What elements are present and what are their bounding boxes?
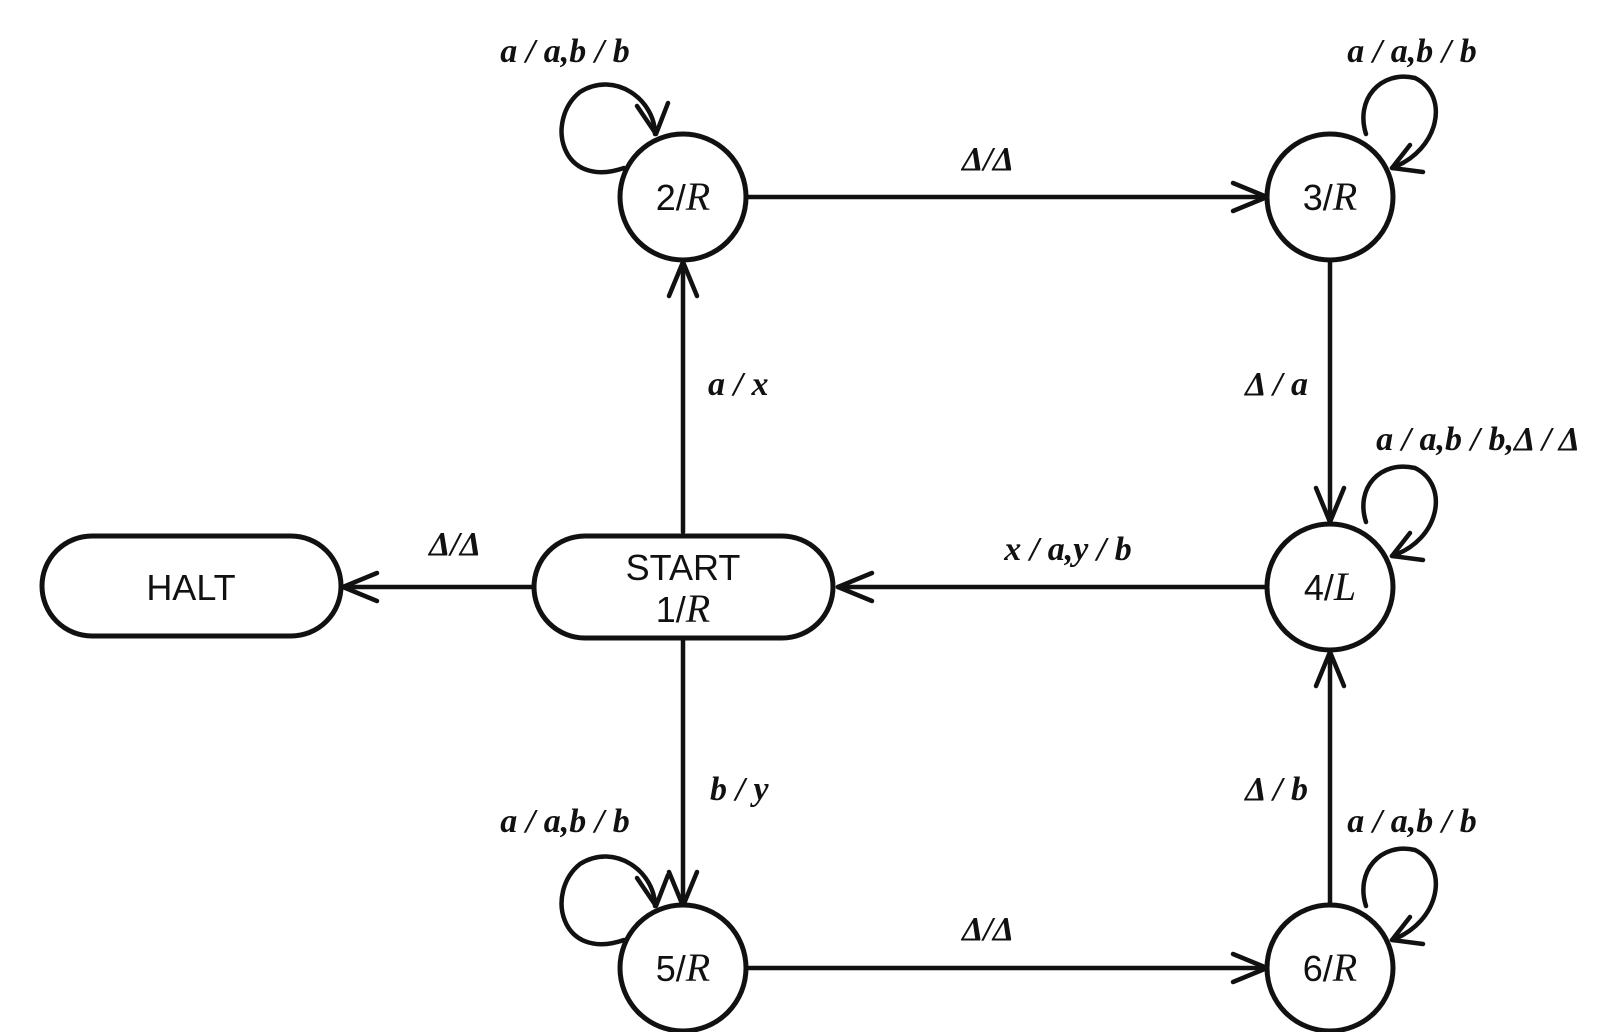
loop-s5 (559, 854, 658, 947)
arrowhead-loop-s5 (634, 872, 671, 909)
arrowhead-s4-to-start (835, 570, 875, 604)
edge-label-s6-to-s4: Δ / b (1243, 771, 1308, 808)
node-s5-label: 5/R (656, 945, 710, 990)
node-s4 (1264, 521, 1396, 653)
arrowhead-loop-s6 (1389, 914, 1426, 947)
node-start-top-label: START (626, 547, 741, 588)
arrowhead-loop-s3 (1389, 142, 1426, 175)
node-start (531, 533, 836, 641)
node-s3 (1264, 131, 1396, 263)
node-s5 (617, 902, 749, 1032)
edge-label-start-to-s2: a / x (708, 366, 768, 403)
edge-label-s5-to-s6: Δ/Δ (960, 911, 1014, 948)
edge-label-s3-to-s4: Δ / a (1243, 366, 1308, 403)
loop-s2 (559, 82, 658, 175)
node-s6 (1264, 902, 1396, 1032)
edge-label-s2-to-s3: Δ/Δ (960, 141, 1014, 178)
node-s2 (617, 131, 749, 263)
loop-s6 (1361, 846, 1439, 943)
loop-label-s2: a / a,b / b (500, 33, 629, 70)
loop-s4 (1361, 464, 1439, 559)
loop-label-s3: a / a,b / b (1347, 33, 1476, 70)
node-s3-label: 3/R (1303, 174, 1357, 219)
node-s6-label: 6/R (1303, 945, 1357, 990)
node-halt-label: HALT (146, 567, 235, 608)
node-s2-label: 2/R (656, 174, 710, 219)
loop-label-s4: a / a,b / b,Δ / Δ (1376, 421, 1580, 458)
node-start-state-label: 1/R (656, 586, 710, 631)
loop-label-s6: a / a,b / b (1347, 803, 1476, 840)
node-s4-label: 4/L (1304, 564, 1356, 609)
loop-s3 (1361, 74, 1439, 171)
edge-label-start-to-s5: b / y (710, 771, 769, 808)
edge-label-start-to-halt: Δ/Δ (427, 526, 481, 563)
loop-label-s5: a / a,b / b (500, 803, 629, 840)
arrowhead-loop-s4 (1389, 530, 1426, 563)
node-halt (39, 533, 344, 639)
edge-label-s4-to-start: x / a,y / b (1003, 531, 1131, 568)
arrowhead-loop-s2 (634, 100, 671, 137)
